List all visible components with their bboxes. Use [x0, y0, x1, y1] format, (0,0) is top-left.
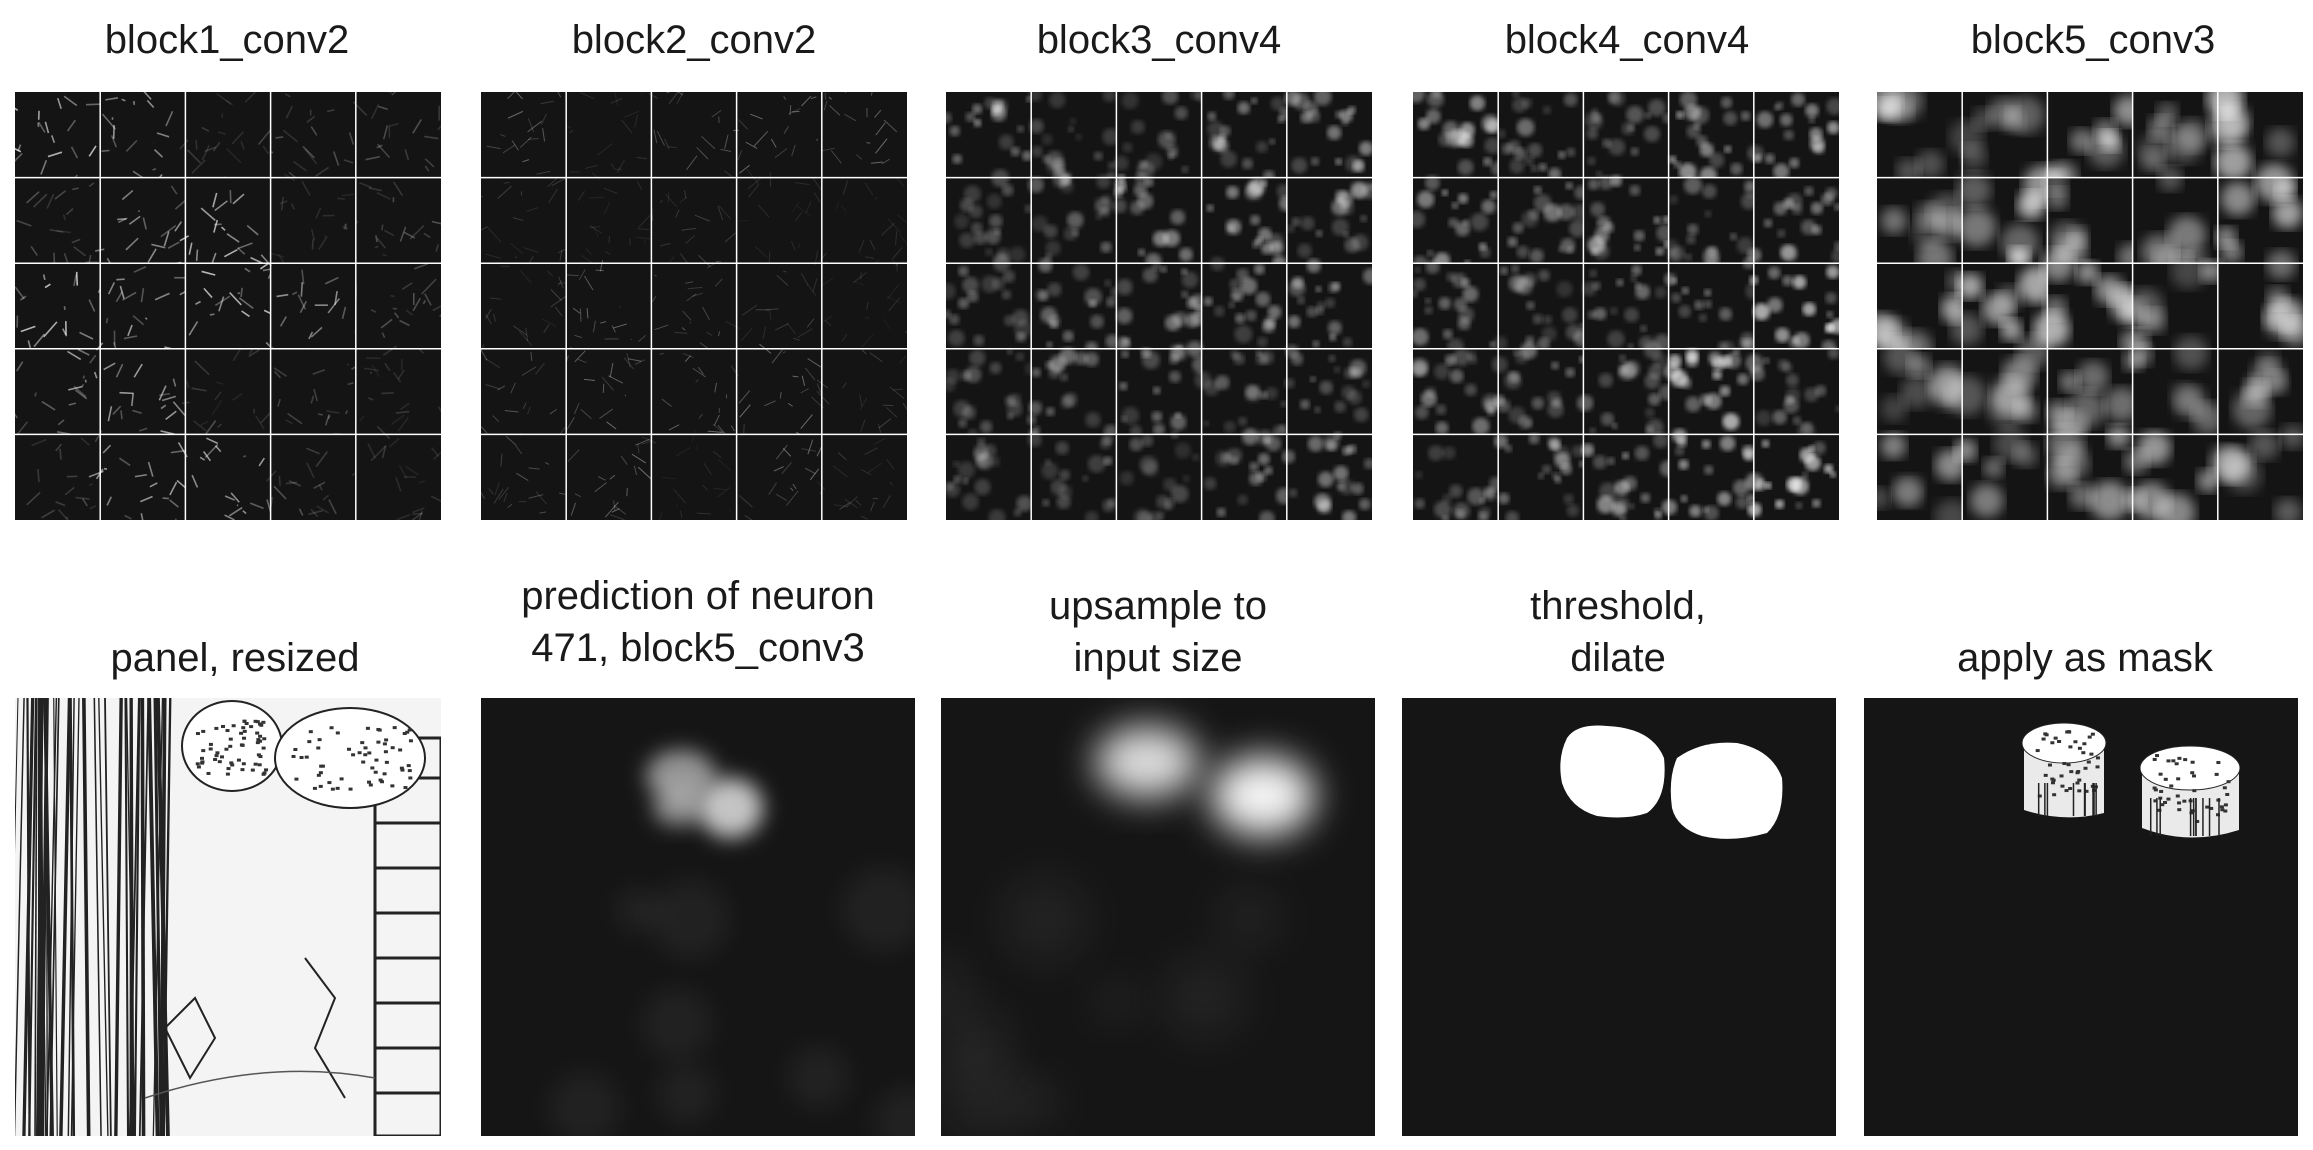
upsampled-map	[941, 698, 1375, 1136]
panel-resized-image	[15, 698, 441, 1136]
label-panel-resized: panel, resized	[110, 636, 360, 680]
feature-map-grid-block4-conv4	[1413, 92, 1839, 520]
label-block2-conv2: block2_conv2	[571, 18, 817, 62]
label-prediction-neuron: prediction of neuron 471, block5_conv3	[521, 574, 875, 670]
feature-map-grid-block2-conv2	[481, 92, 907, 520]
label-block1-conv2: block1_conv2	[104, 18, 350, 62]
masked-panel	[1864, 698, 2298, 1136]
threshold-dilate-mask	[1402, 698, 1836, 1136]
label-apply-mask: apply as mask	[1957, 636, 2213, 680]
feature-map-grid-block3-conv4	[946, 92, 1372, 520]
label-block3-conv4: block3_conv4	[1036, 18, 1282, 62]
label-threshold-dilate: threshold, dilate	[1530, 584, 1706, 680]
feature-map-grid-block1-conv2	[15, 92, 441, 520]
label-block5-conv3: block5_conv3	[1970, 18, 2216, 62]
label-block4-conv4: block4_conv4	[1504, 18, 1750, 62]
label-upsample: upsample to input size	[1049, 584, 1267, 680]
neuron-prediction-map	[481, 698, 915, 1136]
feature-map-grid-block5-conv3	[1877, 92, 2303, 520]
